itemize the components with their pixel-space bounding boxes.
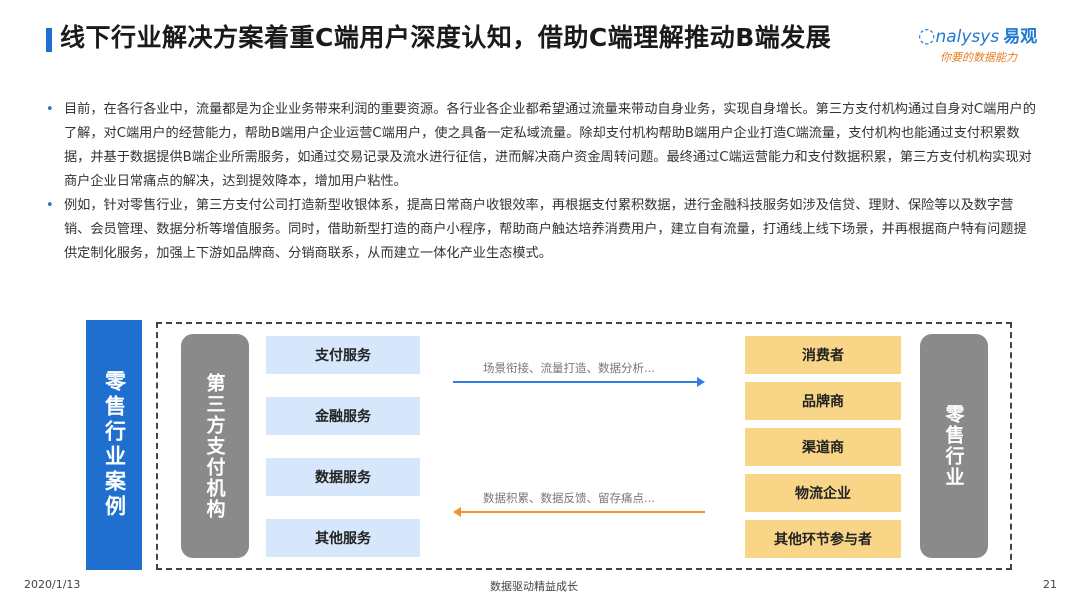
arrow-left-label: 数据积累、数据反馈、留存痛点... bbox=[483, 491, 655, 505]
arrow-right-icon bbox=[453, 377, 705, 387]
arrow-left-icon bbox=[453, 507, 705, 517]
service-box: 数据服务 bbox=[266, 458, 420, 496]
logo-cn: 易观 bbox=[1003, 27, 1038, 47]
bullet-list: 目前，在各行各业中，流量都是为企业业务带来利润的重要资源。各行业各企业都希望通过… bbox=[46, 98, 1036, 266]
party-box: 其他环节参与者 bbox=[745, 520, 901, 558]
party-box: 品牌商 bbox=[745, 382, 901, 420]
logo-tagline: 你要的数据能力 bbox=[940, 51, 1017, 64]
page-number: 21 bbox=[1043, 578, 1057, 591]
service-box: 金融服务 bbox=[266, 397, 420, 435]
party-box: 消费者 bbox=[745, 336, 901, 374]
bullet-item: 目前，在各行各业中，流量都是为企业业务带来利润的重要资源。各行业各企业都希望通过… bbox=[46, 98, 1036, 194]
title-accent-bar bbox=[46, 28, 52, 52]
service-box: 支付服务 bbox=[266, 336, 420, 374]
party-box: 物流企业 bbox=[745, 474, 901, 512]
party-box: 渠道商 bbox=[745, 428, 901, 466]
logo-text: nalysys bbox=[935, 27, 1000, 47]
slide-title: 线下行业解决方案着重C端用户深度认知，借助C端理解推动B端发展 bbox=[60, 23, 832, 52]
service-box: 其他服务 bbox=[266, 519, 420, 557]
arrow-right-label: 场景衔接、流量打造、数据分析... bbox=[483, 361, 655, 375]
case-label: 零售行业案例 bbox=[86, 320, 142, 570]
retail-industry-pill: 零售行业 bbox=[920, 334, 988, 558]
diagram-frame bbox=[156, 322, 1012, 570]
logo-circle-icon: ◌ bbox=[918, 23, 936, 47]
bullet-item: 例如，针对零售行业，第三方支付公司打造新型收银体系，提高日常商户收银效率，再根据… bbox=[46, 194, 1036, 266]
footer-slogan: 数据驱动精益成长 bbox=[490, 580, 578, 593]
footer-date: 2020/1/13 bbox=[24, 578, 81, 591]
payment-institution-pill: 第三方支付机构 bbox=[181, 334, 249, 558]
